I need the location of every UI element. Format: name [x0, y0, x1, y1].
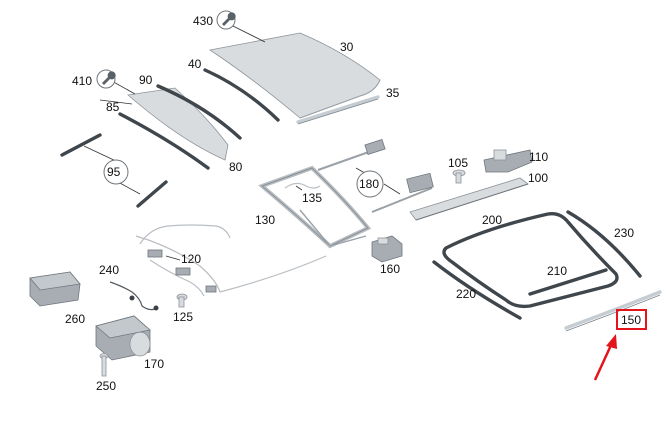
- label-160: 160: [380, 262, 400, 276]
- label-120: 120: [181, 252, 201, 266]
- label-80: 80: [229, 160, 243, 174]
- label-200: 200: [482, 213, 502, 227]
- label-110: 110: [529, 150, 548, 164]
- label-95: 95: [107, 165, 121, 179]
- label-250: 250: [96, 379, 116, 393]
- label-150: 150: [621, 313, 641, 327]
- label-180-circle: [356, 170, 384, 198]
- part-180-drive-rail[interactable]: [317, 138, 434, 213]
- label-230: 230: [614, 226, 634, 240]
- part-125-screw[interactable]: [176, 293, 188, 308]
- part-240-cable[interactable]: [109, 281, 159, 311]
- label-170: 170: [144, 357, 164, 371]
- label-210: 210: [547, 264, 567, 278]
- label-260: 260: [65, 312, 85, 326]
- part-110-bracket[interactable]: [483, 149, 533, 173]
- part-40-seal[interactable]: [203, 68, 280, 122]
- part-200-seal[interactable]: [442, 211, 619, 309]
- label-180: 180: [359, 177, 379, 191]
- label-220: 220: [456, 287, 476, 301]
- wrench-icon: [216, 10, 236, 30]
- label-135: 135: [302, 191, 322, 205]
- label-125: 125: [173, 310, 193, 324]
- part-130-frame[interactable]: [258, 165, 372, 249]
- label-100: 100: [528, 171, 548, 185]
- label-30: 30: [340, 40, 354, 54]
- part-120-wiring-harness[interactable]: [135, 224, 327, 297]
- part-105-screw[interactable]: [452, 169, 466, 184]
- part-260-motor[interactable]: [29, 271, 81, 307]
- part-250-screw[interactable]: [99, 353, 109, 377]
- part-95-strips[interactable]: [60, 133, 168, 208]
- label-130: 130: [255, 213, 275, 227]
- label-105: 105: [448, 156, 468, 170]
- part-210-seal[interactable]: [528, 268, 608, 296]
- label-90: 90: [139, 73, 153, 87]
- wrench-icon: [96, 69, 116, 89]
- label-430: 430: [193, 14, 213, 28]
- label-240: 240: [99, 263, 119, 277]
- part-170-motor[interactable]: [95, 315, 151, 361]
- label-410: 410: [72, 74, 92, 88]
- highlight-150[interactable]: 150: [616, 309, 647, 330]
- part-30-glass-panel[interactable]: [208, 32, 381, 119]
- part-100-guide-rail[interactable]: [409, 177, 529, 221]
- part-230-seal[interactable]: [566, 210, 642, 278]
- part-160-bracket[interactable]: [371, 235, 403, 263]
- label-35: 35: [386, 86, 400, 100]
- label-95-circle: [103, 159, 129, 185]
- part-35-trim[interactable]: [296, 95, 380, 125]
- part-135-cable[interactable]: [284, 182, 321, 189]
- highlight-arrow: [593, 334, 617, 381]
- part-80-seal[interactable]: [118, 112, 210, 170]
- label-40: 40: [188, 57, 202, 71]
- label-85: 85: [106, 100, 120, 114]
- part-220-seal[interactable]: [432, 260, 522, 320]
- part-90-seal[interactable]: [156, 84, 242, 140]
